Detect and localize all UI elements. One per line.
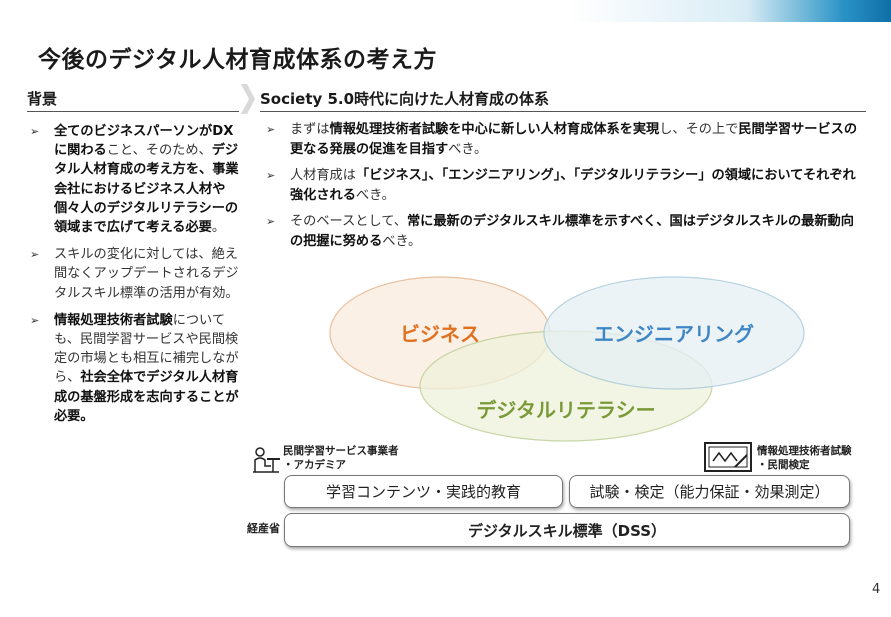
society-item: ➢ そのベースとして、常に最新のデジタルスキル標準を示すべく、国はデジタルスキルの… — [266, 212, 866, 252]
header-gradient-bar — [570, 0, 891, 22]
emphasis-text: 常に最新のデジタルスキル標準を示すべく、国はデジタルスキルの最新動向の把握に努め… — [290, 214, 854, 249]
emphasis-text: 民間学習サービスの更なる発展の促進を目指す — [290, 122, 858, 157]
background-item: ➢ 情報処理技術者試験についても、民間学習サービスや民間検定の市場とも相互に補完し… — [27, 311, 242, 426]
background-item: ➢ スキルの変化に対しては、絶え間なくアップデートされるデジタルスキル標準の活用が… — [27, 245, 242, 303]
bullet-arrow-icon: ➢ — [266, 169, 276, 182]
bullet-arrow-icon: ➢ — [30, 248, 40, 262]
emphasis-text: 情報処理技術者試験 — [54, 312, 173, 328]
background-list: ➢ 全てのビジネスパーソンがDXに関わること、そのため、デジタル人材育成の考え方を… — [27, 122, 242, 434]
page-title: 今後のデジタル人材育成体系の考え方 — [38, 47, 438, 73]
provider-left-line: ・アカデミア — [283, 459, 346, 471]
bullet-arrow-icon: ➢ — [266, 123, 276, 136]
background-heading: 背景 — [27, 88, 239, 112]
literacy-label: デジタルリテラシー — [476, 398, 655, 422]
bullet-arrow-icon: ➢ — [30, 125, 40, 138]
body-text: し、その上で — [659, 122, 739, 137]
emphasis-text: 情報処理技術者試験を中心に新しい人材育成体系を実現 — [329, 122, 660, 137]
provider-left-label: 民間学習サービス事業者 ・アカデミア — [283, 444, 399, 472]
digital-skill-standard-box: デジタルスキル標準（DSS） — [284, 513, 850, 547]
provider-right-line: ・民間検定 — [757, 459, 810, 471]
bullet-arrow-icon: ➢ — [30, 313, 40, 327]
body-text: スキルの変化に対しては、絶え間なくアップデートされるデジタルスキル標準の活用が有… — [54, 247, 239, 301]
body-text: 。 — [211, 220, 226, 236]
body-text: こと、そのため、 — [106, 143, 212, 159]
venn-diagram: ビジネス エンジニアリング デジタルリテラシー — [329, 276, 805, 442]
page-number: 4 — [872, 582, 881, 597]
person-at-desk-icon — [253, 447, 280, 473]
society-list: ➢ まずは情報処理技術者試験を中心に新しい人材育成体系を実現し、その上で民間学習サ… — [266, 120, 866, 258]
engineering-label: エンジニアリング — [594, 322, 754, 346]
exam-certification-box: 試験・検定（能力保証・効果測定） — [569, 475, 850, 508]
emphasis-text: デジタル人材育成の考え方を、事業会社におけるビジネス人材や個々人のデジタルリテラ… — [54, 143, 239, 236]
body-text: べき。 — [382, 234, 422, 249]
provider-right-label: 情報処理技術者試験 ・民間検定 — [757, 444, 852, 472]
business-label: ビジネス — [400, 322, 480, 346]
society-heading: Society 5.0時代に向けた人材育成の体系 — [260, 88, 866, 112]
provider-left-line: 民間学習サービス事業者 — [283, 445, 399, 457]
engineering-circle — [543, 276, 805, 390]
body-text: まずは — [290, 122, 330, 137]
society-item: ➢ まずは情報処理技術者試験を中心に新しい人材育成体系を実現し、その上で民間学習サ… — [266, 120, 866, 160]
exam-board-icon — [704, 442, 752, 472]
emphasis-text: 「ビジネス」、「エンジニアリング」、「デジタルリテラシー」の領域においてそれぞれ… — [290, 168, 856, 203]
emphasis-text: 全てのビジネスパーソンがDXに関わる — [54, 124, 234, 159]
provider-right-line: 情報処理技術者試験 — [757, 445, 852, 457]
bullet-arrow-icon: ➢ — [266, 215, 276, 228]
body-text: についても、民間学習サービスや民間検定の市場とも相互に補完しながら、 — [54, 312, 239, 386]
body-text: べき。 — [355, 188, 395, 203]
society-item: ➢ 人材育成は「ビジネス」、「エンジニアリング」、「デジタルリテラシー」の領域にお… — [266, 166, 866, 206]
body-text: 人材育成は — [290, 168, 356, 183]
chevron-right-icon — [241, 84, 255, 114]
learning-content-box: 学習コンテンツ・実践的教育 — [284, 475, 563, 508]
background-item: ➢ 全てのビジネスパーソンがDXに関わること、そのため、デジタル人材育成の考え方を… — [27, 122, 242, 237]
body-text: べき。 — [448, 142, 488, 157]
body-text: そのベースとして、 — [290, 214, 407, 229]
emphasis-text: 社会全体でデジタル人材育成の基盤形成を志向することが必要。 — [54, 370, 239, 424]
